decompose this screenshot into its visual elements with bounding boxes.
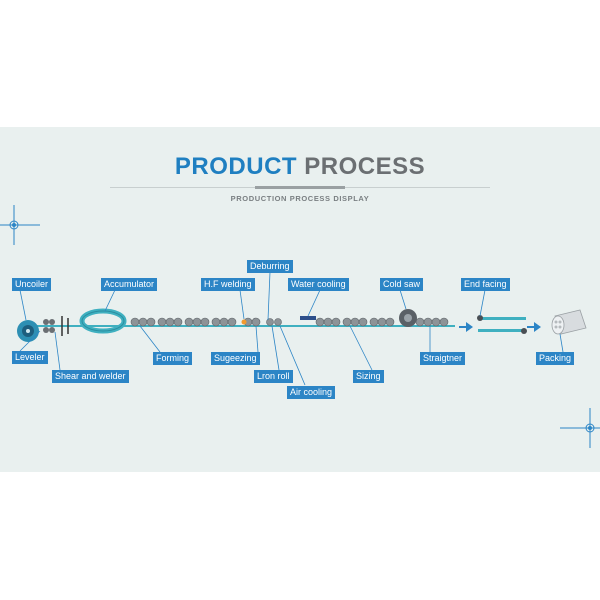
page-subtitle: PRODUCTION PROCESS DISPLAY <box>230 194 370 203</box>
diagram-panel <box>0 127 600 472</box>
label-hf-welding: H.F welding <box>201 278 255 291</box>
label-air-cooling: Air cooling <box>287 386 336 399</box>
crosshair-icon-right <box>560 408 600 448</box>
packing-bundle-icon <box>551 309 587 335</box>
crosshair-icon-left <box>0 205 40 245</box>
label-sugeezing: Sugeezing <box>211 352 260 365</box>
label-accumulator: Accumulator <box>101 278 158 291</box>
title-word-product: PRODUCT <box>174 153 298 180</box>
roller-stands-icon <box>130 317 449 327</box>
label-leveler: Leveler <box>12 351 48 364</box>
label-straigtner: Straigtner <box>420 352 466 365</box>
flow-arrow-icon-2 <box>527 322 541 332</box>
leveler-icon <box>43 319 55 333</box>
label-forming: Forming <box>153 352 193 365</box>
label-shear-and-welder: Shear and welder <box>52 370 129 383</box>
hf-welding-spark-icon <box>241 319 247 325</box>
label-sizing: Sizing <box>353 370 384 383</box>
accumulator-icon <box>79 308 127 334</box>
label-water-cooling: Water cooling <box>288 278 349 291</box>
title-accent-bar <box>255 186 345 189</box>
label-deburring: Deburring <box>247 260 293 273</box>
page-title: PRODUCT PROCESS <box>0 153 600 181</box>
label-uncoiler: Uncoiler <box>12 278 52 291</box>
water-cooling-tank-icon <box>300 316 316 320</box>
shear-welder-icon <box>61 316 69 336</box>
label-lron-roll: Lron roll <box>254 370 293 383</box>
label-end-facing: End facing <box>461 278 510 291</box>
leader-lines <box>19 271 564 386</box>
cold-saw-icon <box>399 309 417 327</box>
end-facing-pipes-icon <box>477 315 527 334</box>
uncoiler-icon <box>17 320 39 342</box>
label-packing: Packing <box>536 352 575 365</box>
title-word-process: PROCESS <box>304 153 426 180</box>
flow-arrow-icon-1 <box>459 322 473 332</box>
label-cold-saw: Cold saw <box>380 278 424 291</box>
